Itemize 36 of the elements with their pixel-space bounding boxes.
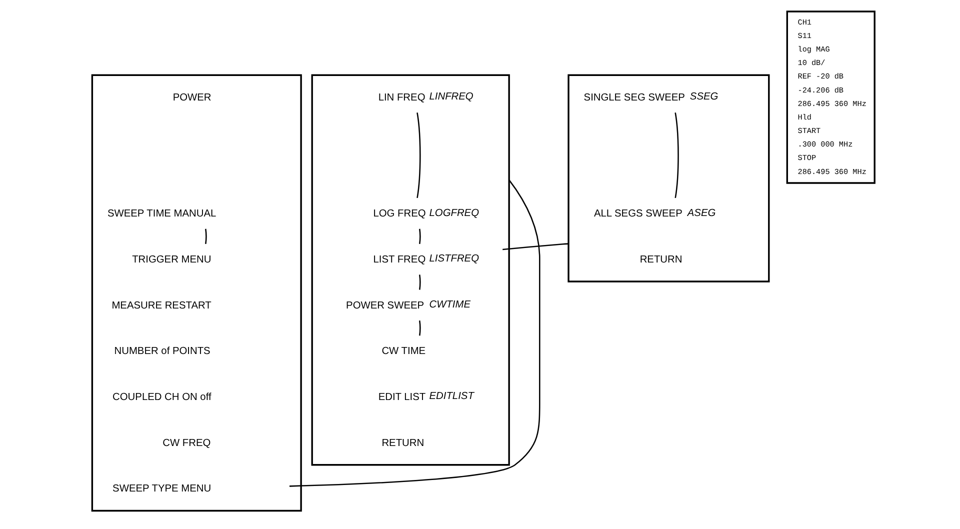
connector [289,180,540,487]
node-text: TRIGGER MENU [132,254,212,266]
node-label: LINFREQ [429,91,474,102]
node-text: LOG FREQ [373,208,426,220]
node-label: LOGFREQ [429,208,480,219]
node-label: SSEG [690,91,718,102]
cluster [311,74,510,466]
node-label: EDITLIST [429,391,474,402]
node-text: RETURN [640,254,682,266]
connector [674,112,679,198]
node-text: POWER SWEEP [346,300,424,312]
cluster [91,74,302,512]
node-text: ALL SEGS SWEEP [594,208,682,220]
node-text: MEASURE RESTART [112,300,212,312]
cluster [568,74,770,282]
node-text: CW FREQ [162,438,211,449]
node-text: LIST FREQ [373,254,426,266]
connector [418,228,421,244]
node-text: CW TIME [382,346,426,358]
node-text: NUMBER of POINTS [114,346,210,358]
node-text: RETURN [382,438,424,449]
node-text: POWER [172,92,212,104]
node-label: CWTIME [429,299,471,310]
node-label: ASEG [687,208,716,219]
connector [205,228,207,244]
node-text: COUPLED CH ON off [112,392,212,404]
connector [502,243,569,250]
node-text: LIN FREQ [378,92,426,104]
connector [416,112,421,198]
node-text: SINGLE SEG SWEEP [584,92,685,104]
connector [418,320,421,336]
node-text: SWEEP TIME MANUAL [107,208,216,220]
node-label: LISTFREQ [429,254,480,265]
connector [418,274,421,290]
node-text: SWEEP TYPE MENU [112,484,212,495]
node-text: EDIT LIST [378,392,426,404]
